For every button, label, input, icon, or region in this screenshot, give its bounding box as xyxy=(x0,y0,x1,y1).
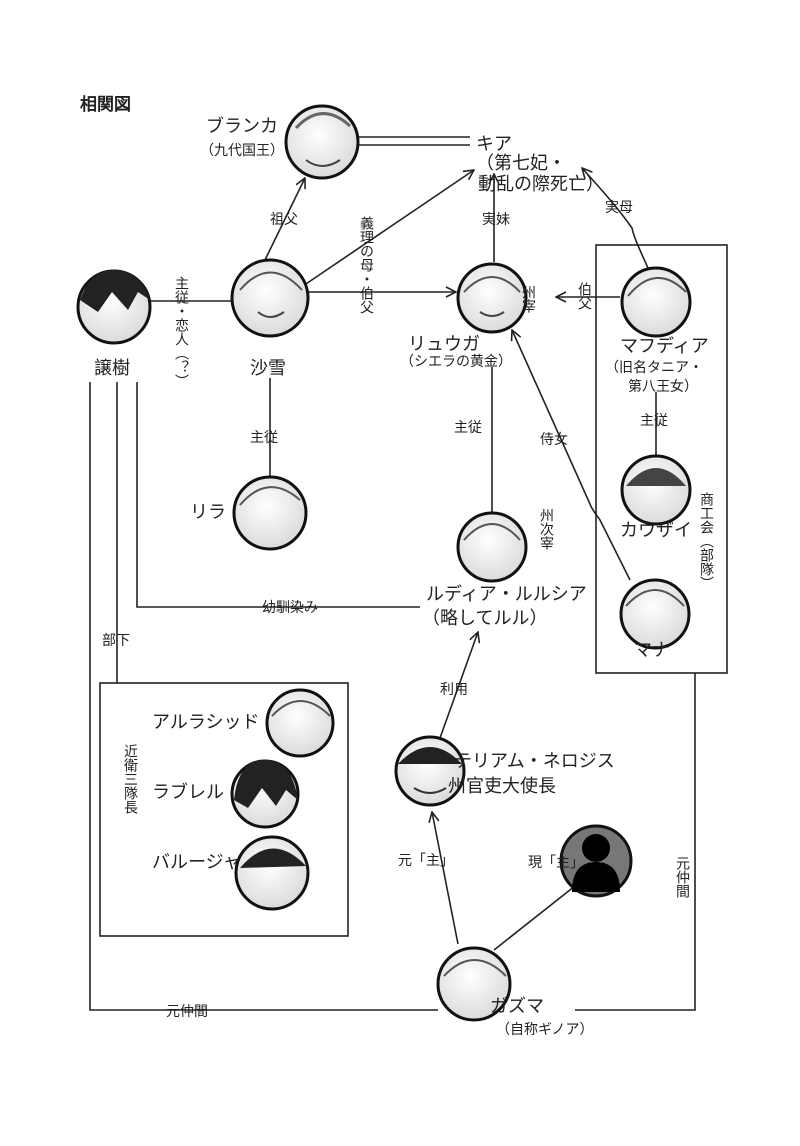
line-mana-ryuuga xyxy=(512,330,631,581)
rel-former-comrades-right: 元仲間 xyxy=(674,856,690,899)
portrait-ryuuga xyxy=(456,262,528,334)
portrait-kauzai xyxy=(620,454,692,526)
note-teriamu: 州官吏大使長 xyxy=(448,776,556,797)
label-guard-captains: 近衛三隊長 xyxy=(122,744,138,814)
rel-grandfather: 祖父 xyxy=(270,212,298,228)
name-buranka: ブランカ xyxy=(206,115,278,137)
note-kia-1: （第七妃・ xyxy=(476,153,566,174)
rel-master-servant-rudia: 主従 xyxy=(454,420,482,436)
rel-childhood-friends: 幼馴染み xyxy=(262,600,318,616)
note-rudia: （略してルル） xyxy=(422,608,547,629)
portrait-current-master-silhouette xyxy=(559,824,633,898)
portrait-mana xyxy=(619,578,691,650)
rel-current-master: 現「主」 xyxy=(528,855,584,871)
rel-former-comrades-left: 元仲間 xyxy=(166,1004,208,1020)
note-ryuuga: （シエラの黄金） xyxy=(400,353,512,370)
name-rudia: ルディア・ルルシア xyxy=(426,584,587,605)
line-jouju-gazuma xyxy=(89,382,438,1011)
name-kia: キア xyxy=(476,134,512,155)
guard-captains-box xyxy=(99,682,349,937)
guild-box xyxy=(595,244,728,674)
label-guild: 商工会（部隊） xyxy=(698,492,714,590)
rel-former-master: 元「主」 xyxy=(398,853,454,869)
portrait-buranka xyxy=(284,104,360,180)
note-mafudia-2: 第八王女） xyxy=(628,378,698,395)
line-gazuma-current-master xyxy=(493,882,580,951)
line-jouju-rudia xyxy=(136,382,420,608)
rel-uncle: 伯父 xyxy=(576,282,592,310)
portrait-teriamu xyxy=(394,735,466,807)
portrait-gazuma xyxy=(436,946,512,1022)
rel-subordinates: 部下 xyxy=(102,633,130,649)
name-gazuma: ガズマ xyxy=(490,996,544,1017)
portrait-arurashid xyxy=(265,688,335,758)
name-sayuki: 沙雪 xyxy=(250,358,286,379)
name-baruja: バルージャ xyxy=(152,852,241,873)
rel-birth-mother: 実母 xyxy=(605,200,633,216)
portrait-rira xyxy=(232,475,308,551)
portrait-sayuki xyxy=(230,258,310,338)
note-gazuma: （自称ギノア） xyxy=(496,1022,593,1038)
note-kia-2: 動乱の際死亡） xyxy=(478,174,604,195)
title-rudia: 州次宰 xyxy=(538,508,554,550)
portrait-jouju xyxy=(76,269,152,345)
name-jouju: 譲樹 xyxy=(94,358,130,379)
diagram-title: 相関図 xyxy=(80,94,131,115)
line-sayuki-buranka xyxy=(263,178,305,263)
portrait-mafudia xyxy=(620,266,692,338)
portrait-baruja xyxy=(234,835,310,911)
line-sayuki-kia xyxy=(299,170,474,289)
rel-master-servant-kauzai: 主従 xyxy=(640,413,668,429)
rel-master-servant-rira: 主従 xyxy=(250,430,278,446)
rel-younger-sister: 実妹 xyxy=(482,212,510,228)
portrait-rudia xyxy=(456,511,528,583)
rel-maid: 侍女 xyxy=(540,431,568,448)
name-kauzai: カウザイ xyxy=(620,520,692,541)
name-mafudia: マフディア xyxy=(620,336,709,357)
rel-master-lover: 主従・恋人（？） xyxy=(173,276,189,388)
line-mafudia-kia xyxy=(582,168,649,269)
line-teriamu-rudia xyxy=(439,632,478,739)
line-gazuma-teriamu xyxy=(432,812,459,945)
line-guild-gazuma xyxy=(575,673,696,1011)
rel-stepmother-uncle: 義理の母・伯父 xyxy=(358,215,374,314)
name-mana: マナ xyxy=(634,640,670,661)
name-teriamu: テリアム・ネロジス xyxy=(454,751,615,772)
title-ryuuga: 州宰 xyxy=(520,285,536,313)
name-arurashid: アルラシッド xyxy=(152,712,259,733)
name-raburel: ラブレル xyxy=(152,781,224,803)
note-mafudia-1: （旧名タニア・ xyxy=(605,360,703,376)
rel-use: 利用 xyxy=(440,682,468,698)
note-buranka: （九代国王） xyxy=(200,143,284,159)
name-ryuuga: リュウガ xyxy=(408,334,480,355)
name-rira: リラ xyxy=(190,502,226,523)
portrait-raburel xyxy=(230,759,300,829)
